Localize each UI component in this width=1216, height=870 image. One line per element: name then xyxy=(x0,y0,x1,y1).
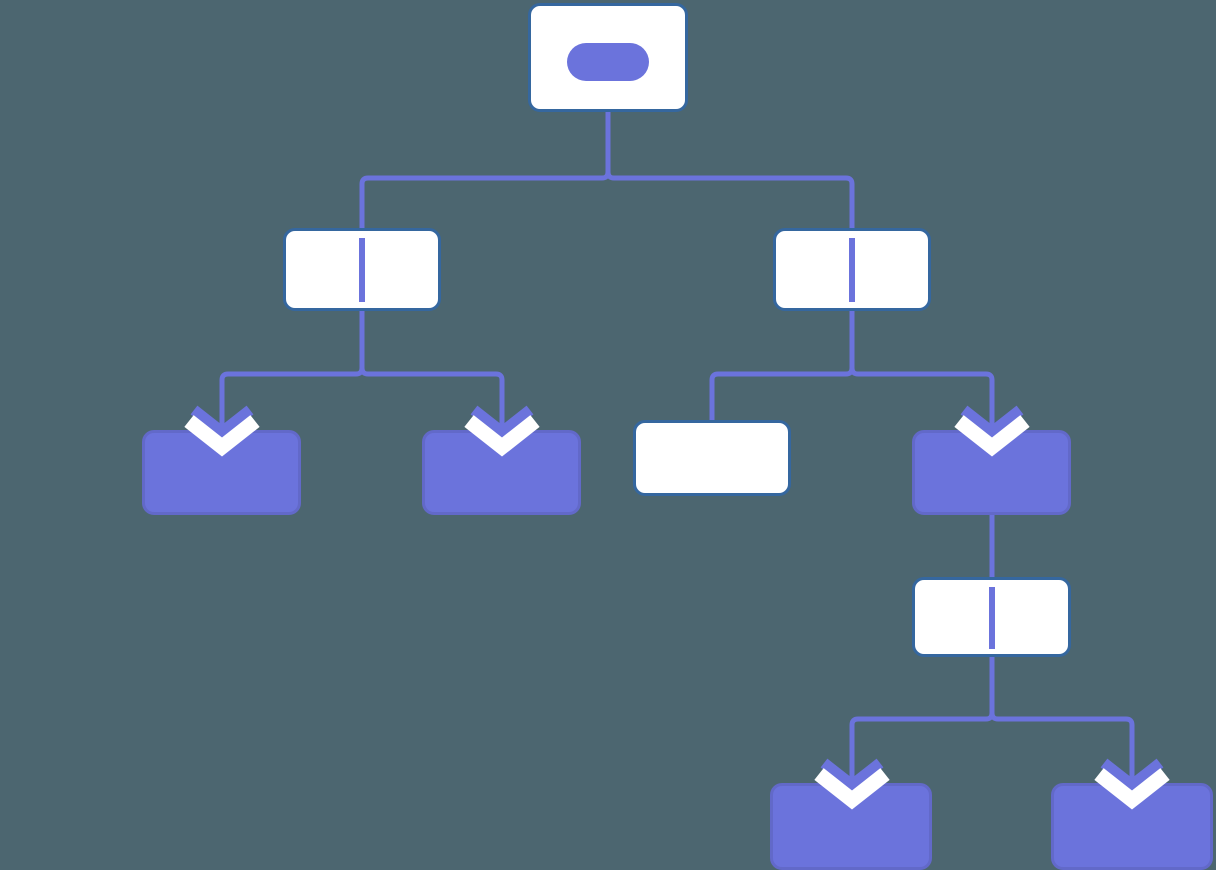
leaf-node-1[interactable] xyxy=(142,430,301,515)
root-node[interactable] xyxy=(528,3,688,112)
line-through-right-branch xyxy=(849,238,855,302)
leaf-node-3[interactable] xyxy=(912,430,1071,515)
line-through-left-branch xyxy=(359,238,365,302)
edge-root-to-right-branch xyxy=(605,112,855,228)
leaf-node-5[interactable] xyxy=(1051,783,1213,870)
edge-right-branch-to-leaf3 xyxy=(849,311,995,430)
edge-right-branch-to-empty xyxy=(709,311,855,420)
line-through-lower-branch xyxy=(989,587,995,649)
arrowhead-leaf-node-3-outer xyxy=(960,405,1024,439)
leaf-node-2[interactable] xyxy=(422,430,581,515)
empty-node[interactable] xyxy=(633,420,791,496)
leaf-node-4[interactable] xyxy=(770,783,932,870)
root-node-pill xyxy=(567,43,649,81)
edge-left-branch-to-leaf1 xyxy=(219,311,365,430)
edge-lower-branch-to-leaf4 xyxy=(849,657,995,783)
arrowhead-leaf-node-5-outer xyxy=(1100,758,1164,792)
arrowhead-leaf-node-2-outer xyxy=(470,405,534,439)
arrowhead-leaf-node-1-outer xyxy=(190,405,254,439)
edge-root-to-left-branch xyxy=(359,112,611,228)
edge-left-branch-to-leaf2 xyxy=(359,311,505,430)
arrowhead-leaf-node-4-outer xyxy=(820,758,884,792)
edge-lower-branch-to-leaf5 xyxy=(989,657,1135,783)
